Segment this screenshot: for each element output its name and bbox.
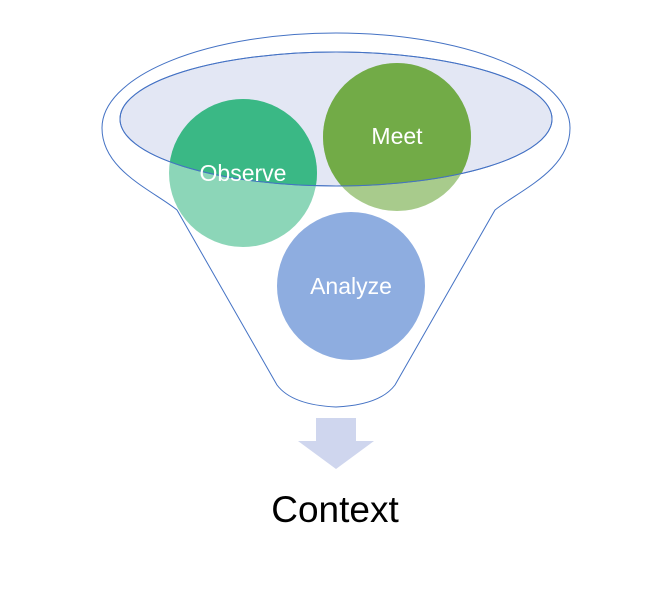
meet-label: Meet bbox=[371, 123, 423, 149]
observe-label: Observe bbox=[200, 160, 287, 186]
context-label: Context bbox=[271, 489, 399, 530]
analyze-label: Analyze bbox=[310, 273, 392, 299]
analyze-circle bbox=[277, 212, 425, 360]
down-arrow-icon bbox=[298, 418, 374, 469]
